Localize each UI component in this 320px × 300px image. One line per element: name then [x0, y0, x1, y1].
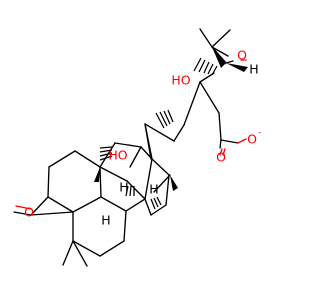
ring-hydrogen-label-3: H: [101, 213, 110, 228]
ring-hydrogen-label-2: H: [149, 182, 158, 197]
carboxylate-oxygen-label: O: [247, 132, 257, 147]
epoxide-oxygen-label: O: [237, 48, 247, 63]
epoxide-hydrogen-label: H: [249, 62, 258, 77]
negative-charge-label: -: [258, 128, 261, 138]
ring-hydroxy-label: HO: [108, 148, 127, 163]
ketone-oxygen-label: O: [24, 205, 34, 220]
ring-hydrogen-label-1: H: [119, 180, 128, 195]
top-hydroxy-label: HO: [171, 73, 190, 88]
molecule-diagram: O HO HO O O - O H H H H: [13, 28, 261, 267]
steroid-skeleton: [13, 123, 171, 267]
chemical-structure-canvas: O HO HO O O - O H H H H: [13, 28, 261, 267]
stereochemistry-marks: [94, 146, 178, 210]
atom-labels: O HO HO O O - O H H H H: [24, 48, 261, 228]
side-chain: [144, 72, 247, 156]
carboxylate-double-oxygen-label: O: [216, 150, 226, 165]
